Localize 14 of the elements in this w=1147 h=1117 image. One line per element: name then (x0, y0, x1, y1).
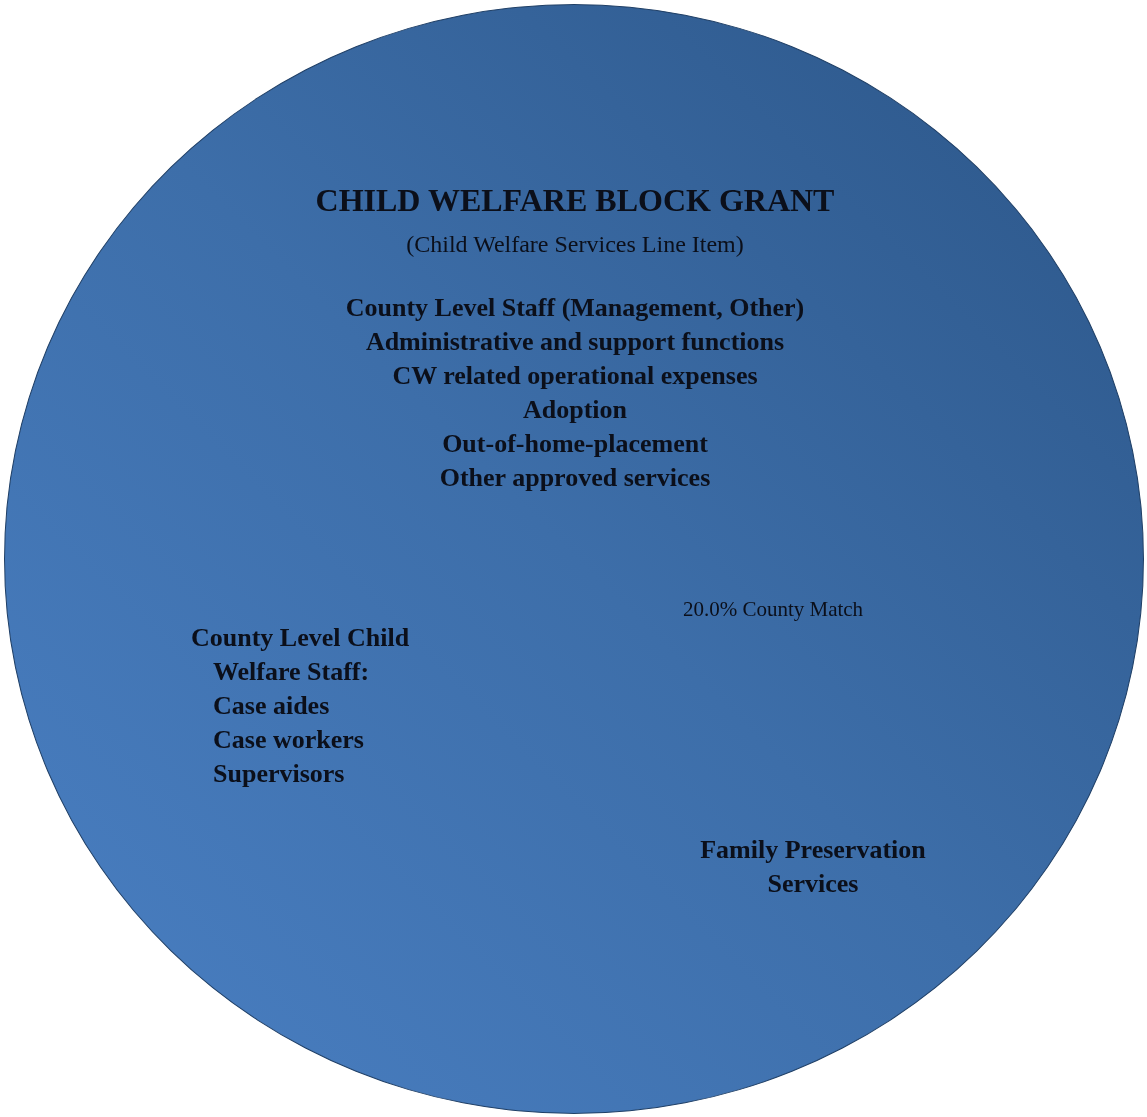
staff-heading: County Level Child Welfare Staff: (191, 622, 411, 688)
list-item: Case workers (213, 724, 364, 756)
list-item: Case aides (213, 690, 330, 722)
subheading: (Child Welfare Services Line Item) (406, 230, 744, 259)
list-item: County Level Staff (Management, Other) (345, 292, 805, 324)
list-item: Administrative and support functions (365, 326, 785, 358)
list-item: Adoption (523, 394, 627, 426)
percentage-note: 20.0% County Match (682, 596, 864, 623)
list-item: Other approved services (439, 462, 711, 494)
list-item: Out-of-home-placement (442, 428, 708, 460)
heading: CHILD WELFARE BLOCK GRANT (315, 183, 835, 217)
service-label: Family Preservation Services (699, 834, 927, 900)
list-item: Supervisors (213, 758, 345, 790)
list-item: CW related operational expenses (392, 360, 758, 392)
